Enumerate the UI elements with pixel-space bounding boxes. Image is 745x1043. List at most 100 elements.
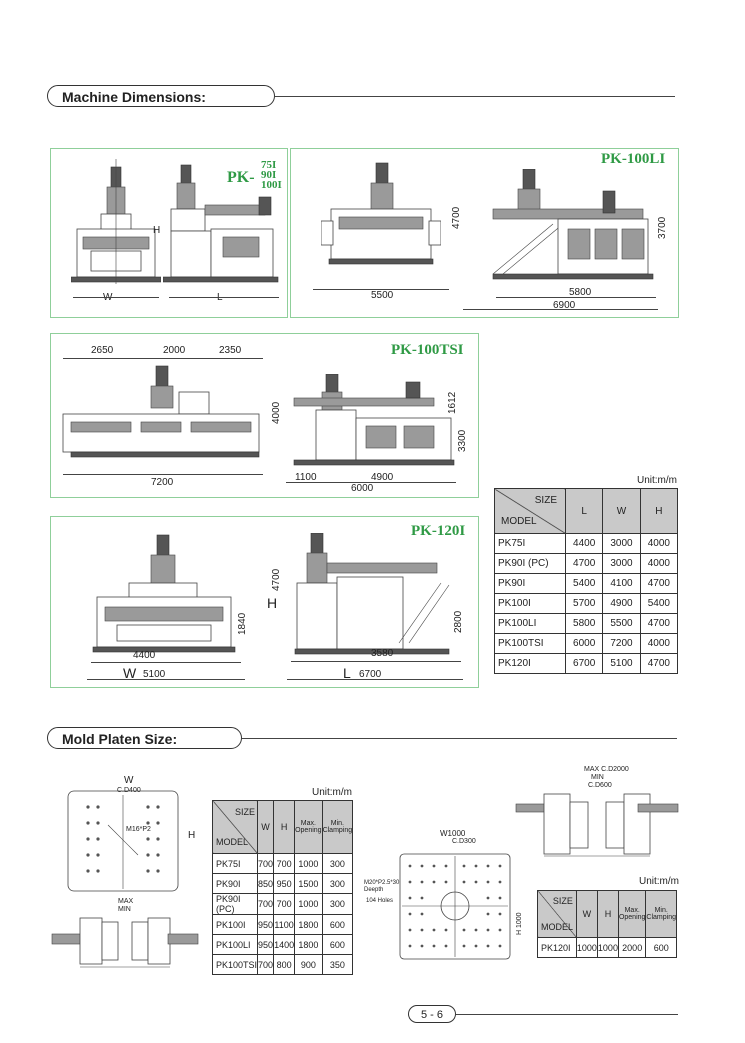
row-model: PK100I xyxy=(494,593,566,614)
row-model: PK100TSI xyxy=(211,954,259,975)
cell: 2000 xyxy=(617,937,647,958)
section-header-machine-dimensions: Machine Dimensions: xyxy=(47,85,275,107)
panel-title: PK-100LI xyxy=(601,151,666,167)
cell: 700 xyxy=(257,853,275,874)
platen-table-2-unit: Unit:m/m xyxy=(639,876,679,887)
col-header: W xyxy=(257,800,275,854)
col-header: W xyxy=(575,890,598,938)
cell: 600 xyxy=(321,914,354,935)
row-model: PK120I xyxy=(494,653,566,674)
cell: 1000 xyxy=(294,893,323,915)
table-row: PK90I 850 950 1500 300 xyxy=(211,873,354,894)
cell: 1500 xyxy=(294,873,323,894)
col-header: Min. Clamping xyxy=(645,890,677,938)
platen-table-2: SIZE MODEL W H Max. Opening Min. Clampin… xyxy=(537,890,677,958)
footer-rule xyxy=(456,1014,678,1015)
row-model: PK100TSI xyxy=(494,633,566,654)
col-header: L xyxy=(564,488,604,534)
dim-h-label: H xyxy=(267,595,278,611)
cell: 3000 xyxy=(602,533,641,554)
dim-length: 5800 xyxy=(569,287,592,298)
col-header: H xyxy=(639,488,679,534)
platen2-cd-main-label: C.D300 xyxy=(452,838,476,845)
cell: 950 xyxy=(257,934,275,955)
dim-w: 5100 xyxy=(143,669,166,680)
cell: 5800 xyxy=(564,613,604,634)
row-model: PK90I (PC) xyxy=(211,893,259,915)
cell: 900 xyxy=(294,954,323,975)
dim-table-unit: Unit:m/m xyxy=(637,475,677,486)
size-model-cell: SIZE MODEL xyxy=(537,890,577,938)
cell: 700 xyxy=(257,954,275,975)
panel-title: PK-120I xyxy=(411,523,466,539)
dim-height: 4700 xyxy=(451,206,462,229)
cell: 6700 xyxy=(564,653,604,674)
platen-thread-label: M16*P2 xyxy=(126,826,151,833)
panel-pk-75-90-100: PK- 75I 90I 100I W H L xyxy=(50,148,288,318)
table-header-row: SIZE MODEL L W H xyxy=(494,488,679,534)
row-model: PK90I xyxy=(211,873,259,894)
row-model: PK75I xyxy=(494,533,566,554)
panel-pk-100tsi: PK-100TSI 2650 2000 2350 7200 4000 1612 … xyxy=(50,333,479,498)
dim-h: H xyxy=(153,225,161,236)
cell: 5400 xyxy=(639,593,679,614)
dim-l-inner: 3580 xyxy=(371,648,394,659)
section-rule xyxy=(275,96,675,97)
dim-l-inner-line xyxy=(291,661,461,662)
table-row: PK100I 5700 4900 5400 xyxy=(494,593,679,614)
table-row: PK75I 4400 3000 4000 xyxy=(494,533,679,554)
cell: 600 xyxy=(645,937,677,958)
cell: 300 xyxy=(321,893,354,915)
platen-table-1: SIZE MODEL W H Max. Opening Min. Clampin… xyxy=(211,800,354,975)
dim-w-inner: 4400 xyxy=(133,650,156,661)
table-row: PK100TSI 700 800 900 350 xyxy=(211,954,354,975)
table-row: PK100TSI 6000 7200 4000 xyxy=(494,633,679,654)
col-header: Min. Clamping xyxy=(321,800,354,854)
table-row: PK120I 1000 1000 2000 600 xyxy=(537,937,677,958)
platen-cd-label: C.D400 xyxy=(117,787,141,794)
cell: 1400 xyxy=(273,934,296,955)
cell: 4000 xyxy=(639,553,679,574)
dim-height-2: 3700 xyxy=(657,216,668,239)
size-model-cell: SIZE MODEL xyxy=(494,488,566,534)
machine-front-drawing xyxy=(62,365,260,458)
cell: 1800 xyxy=(294,934,323,955)
dim-h2: 1612 xyxy=(447,391,458,414)
platen-side-drawing xyxy=(51,917,199,968)
panel-pk-100li: PK-100LI 5500 4700 3700 5800 6900 xyxy=(290,148,679,318)
cell: 4000 xyxy=(639,533,679,554)
cell: 1000 xyxy=(294,853,323,874)
dim-total-w: 7200 xyxy=(151,477,174,488)
dim-width: 5500 xyxy=(371,290,394,301)
platen2-width-label: W1000 xyxy=(440,829,466,838)
dim-length-line xyxy=(496,297,656,298)
dimension-table: SIZE MODEL L W H PK75I 4400 3000 4000 PK… xyxy=(494,488,679,674)
row-model: PK90I (PC) xyxy=(494,553,566,574)
col-header: Max. Opening xyxy=(294,800,323,854)
cell: 350 xyxy=(321,954,354,975)
cell: 1000 xyxy=(575,937,598,958)
cell: 5400 xyxy=(564,573,604,594)
cell: 6000 xyxy=(564,633,604,654)
dim-side-h: 1840 xyxy=(237,612,248,635)
cell: 5500 xyxy=(602,613,641,634)
machine-side-drawing xyxy=(163,164,279,283)
dim-width-line xyxy=(313,289,449,290)
cell: 850 xyxy=(257,873,275,894)
platen-width-label: W xyxy=(124,775,134,786)
title-line-1: 75I xyxy=(261,159,277,171)
dim-h3: 3300 xyxy=(457,429,468,452)
size-label: SIZE xyxy=(552,896,573,906)
dim-w-label: W xyxy=(123,665,137,681)
page-number: 5 - 6 xyxy=(408,1005,456,1023)
col-header: H xyxy=(273,800,296,854)
table-row: PK100LI 5800 5500 4700 xyxy=(494,613,679,634)
dim-l-line xyxy=(287,679,463,680)
row-model: PK75I xyxy=(211,853,259,874)
table-row: PK75I 700 700 1000 300 xyxy=(211,853,354,874)
col-header: H xyxy=(596,890,619,938)
dim-h: 4700 xyxy=(271,568,282,591)
cell: 800 xyxy=(273,954,296,975)
platen2-holes-label: 104 Holes xyxy=(366,898,394,904)
cell: 4900 xyxy=(602,593,641,614)
